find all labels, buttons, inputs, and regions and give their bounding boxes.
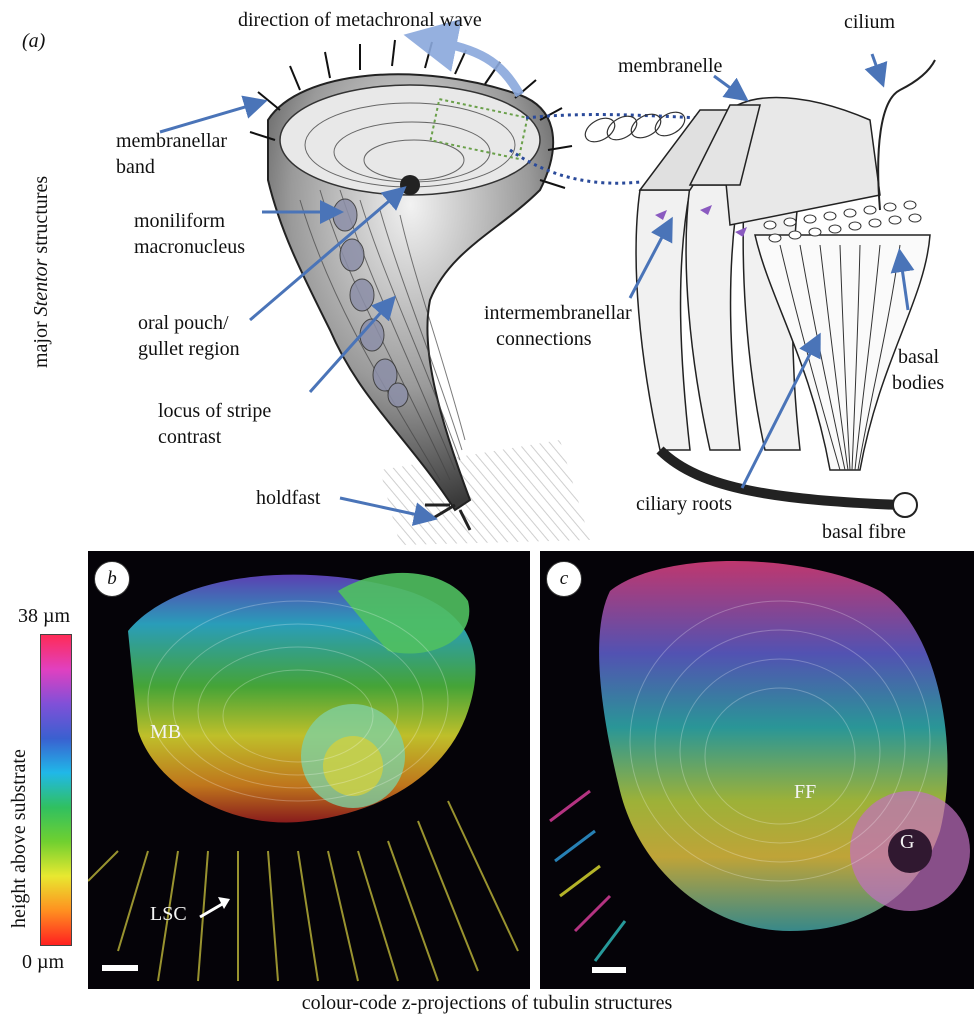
label-intermembranellar-connections: intermembranellar connections <box>484 300 632 352</box>
label-mb: MB <box>150 721 181 744</box>
colorbar-bottom-label: 0 µm <box>22 950 64 974</box>
lsc-arrow <box>198 895 238 925</box>
colorbar-top-label: 38 µm <box>18 604 70 628</box>
stentor-illustration <box>0 0 974 550</box>
label-lsc: LSC <box>150 903 187 926</box>
label-ciliary-roots: ciliary roots <box>636 492 732 516</box>
label-membranellar-band: membranellar band <box>116 128 227 180</box>
gullet <box>400 175 420 195</box>
membranelle-schematic <box>636 98 930 471</box>
scalebar-c <box>592 967 626 973</box>
scalebar-b <box>102 965 138 971</box>
colorbar <box>40 634 72 946</box>
colorbar-axis-label: height above substrate <box>8 749 31 928</box>
label-holdfast: holdfast <box>256 486 320 510</box>
label-basal-bodies: basal bodies <box>892 344 944 396</box>
label-wave: direction of metachronal wave <box>238 8 482 32</box>
figure-caption: colour-code z-projections of tubulin str… <box>0 992 974 1015</box>
cilium-line <box>878 60 935 210</box>
label-locus-stripe-contrast: locus of stripe contrast <box>158 398 271 450</box>
panel-c-image: c FF G <box>540 551 974 989</box>
label-basal-fibre: basal fibre <box>822 520 906 544</box>
label-oral-pouch: oral pouch/ gullet region <box>138 310 240 362</box>
label-moniliform-macronucleus: moniliform macronucleus <box>134 208 245 260</box>
label-cilium: cilium <box>844 10 895 34</box>
panel-b-image: b MB LSC <box>88 551 530 989</box>
label-g: G <box>900 831 914 854</box>
label-ff: FF <box>794 781 816 804</box>
panel-c-tag: c <box>546 561 582 597</box>
panel-b-tag: b <box>94 561 130 597</box>
label-membranelle: membranelle <box>618 54 722 78</box>
